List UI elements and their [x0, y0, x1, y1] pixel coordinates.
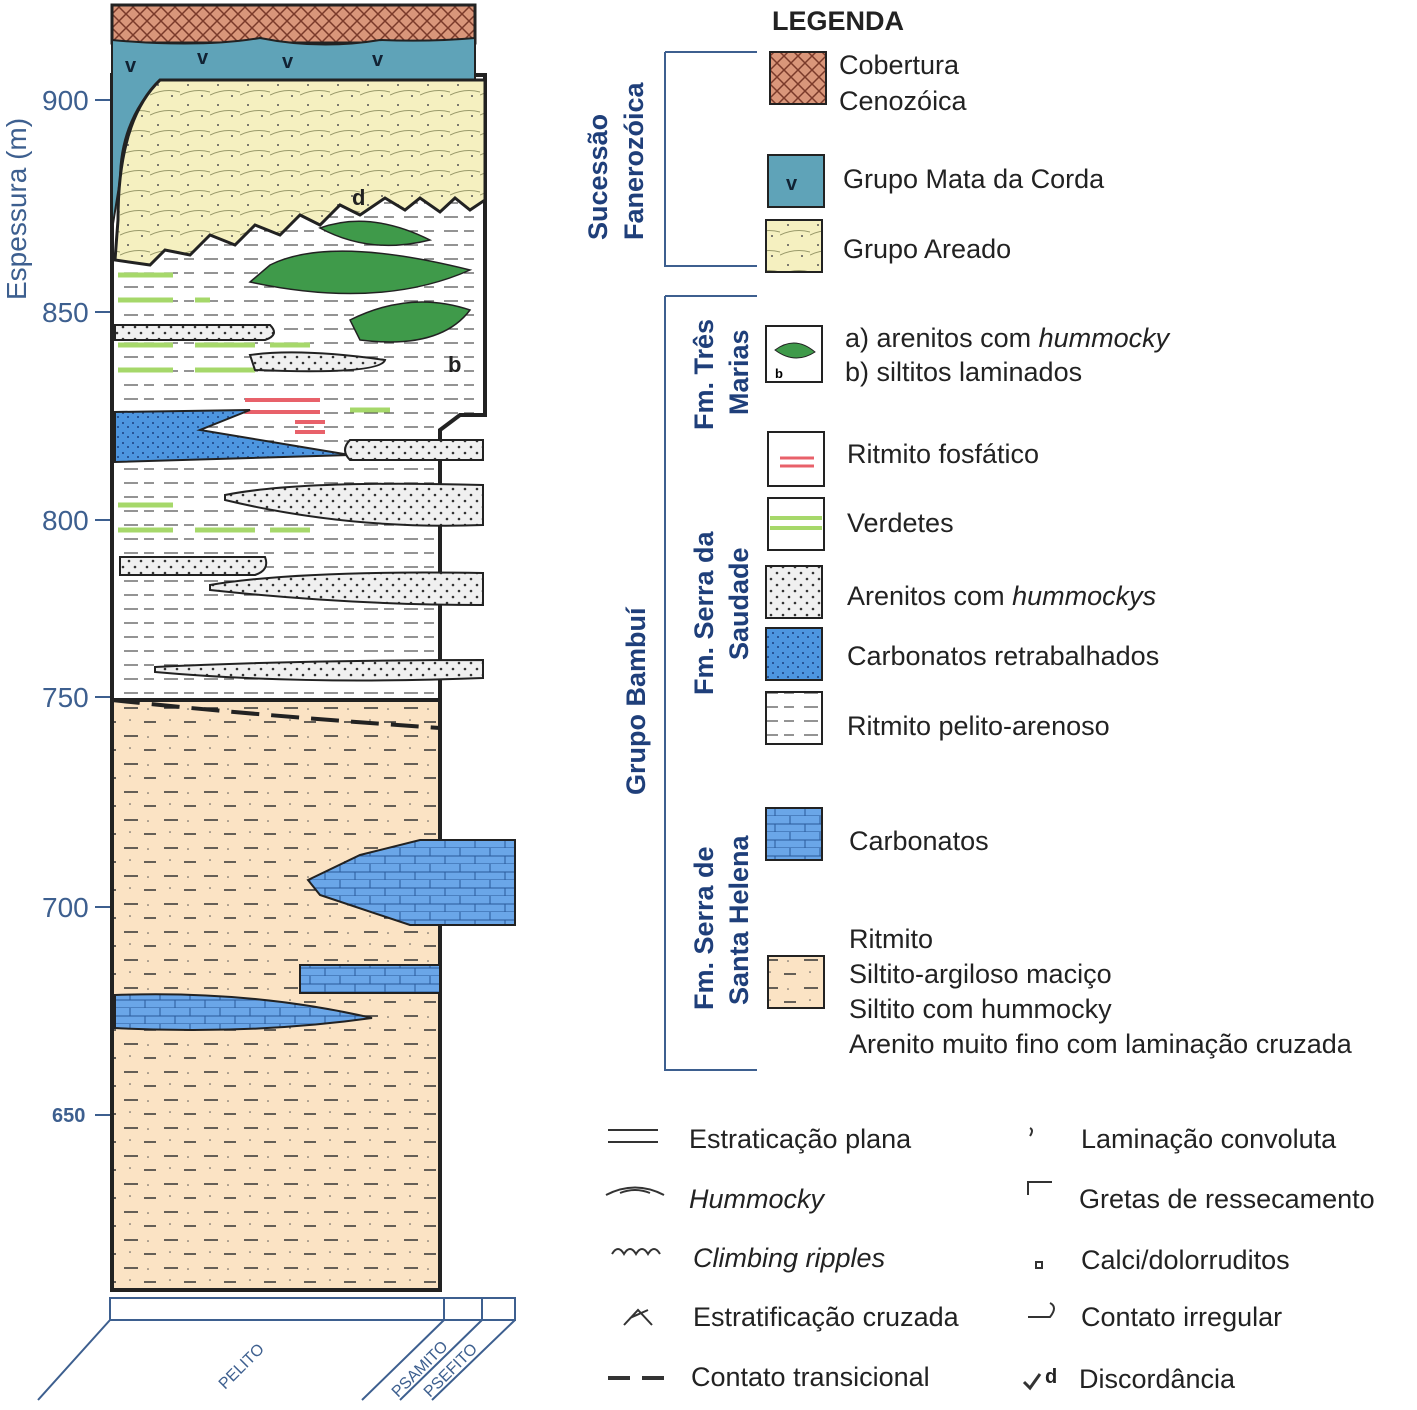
legend-ritmito-2: Siltito-argiloso maciço: [849, 959, 1112, 989]
legend-ritmito-4: Arenito muito fino com laminação cruzada: [849, 1029, 1353, 1059]
v-mark: v: [125, 55, 137, 77]
hummocky-icon: [605, 1186, 665, 1196]
legend-calci-dolorruditos: Calci/dolorruditos: [1081, 1245, 1290, 1275]
tres-marias-sandstones: [248, 220, 473, 343]
ritmito-fosfatico: [245, 398, 325, 434]
legend-climbing-ripples: Climbing ripples: [693, 1243, 885, 1273]
fm-serra-saudade-1: Fm. Serra da: [689, 530, 719, 695]
legend-estraticacao-plana: Estraticação plana: [689, 1124, 912, 1154]
swatch-verdetes: [767, 497, 825, 551]
swatch-carbonatos-retrabalhados: [765, 627, 823, 681]
legend-ritmito-1: Ritmito: [849, 924, 933, 954]
legend-mata-da-corda: Grupo Mata da Corda: [843, 164, 1105, 194]
legend-hummocky: Hummocky: [689, 1184, 826, 1214]
climbing-ripples-icon: [611, 1248, 661, 1256]
desiccation-cracks-icon: [1027, 1181, 1052, 1195]
swatch-areado: [765, 219, 823, 273]
legend-cobertura-2: Cenozóica: [839, 86, 968, 116]
stratigraphic-column: v v v v d b: [110, 3, 516, 1292]
tick-700: 700: [42, 892, 89, 923]
carbonatos-lens: [114, 993, 373, 1032]
legend-title: LEGENDA: [772, 6, 904, 36]
v-mark: v: [372, 49, 384, 71]
legend-carbonatos: Carbonatos: [849, 826, 989, 856]
swatch-ritmito-pelito-arenoso: [765, 691, 823, 745]
fm-santa-helena-1: Fm. Serra de: [689, 846, 719, 1010]
tick-650: 650: [52, 1105, 85, 1127]
plane-stratification-icon: [608, 1129, 658, 1143]
legend-tres-marias-a: a) arenitos com hummocky: [845, 323, 1171, 353]
swatch-cobertura: [769, 51, 827, 105]
b-mark: b: [448, 352, 461, 377]
d-mark: d: [352, 185, 365, 210]
axis-ticks: 900 850 800 750 700 650: [42, 85, 112, 1127]
tick-850: 850: [42, 297, 89, 328]
axis-label: Espessura (m): [1, 118, 32, 300]
svg-text:b: b: [775, 366, 783, 381]
grain-size-scale: PELITO PSAMITO PSEFITO: [37, 1297, 516, 1401]
fm-serra-saudade-2: Saudade: [724, 547, 754, 660]
legend-ritmito-fosfatico: Ritmito fosfático: [847, 439, 1039, 469]
carbonatos-lens: [306, 839, 516, 926]
legend-gretas: Gretas de ressecamento: [1079, 1184, 1375, 1214]
legend-tres-marias-b: b) siltitos laminados: [845, 357, 1082, 387]
legend-discordancia: Discordância: [1079, 1364, 1236, 1394]
tick-900: 900: [42, 85, 89, 116]
fm-tres-marias-1: Fm. Três: [689, 319, 719, 430]
legend-estratificacao-cruzada: Estratificação cruzada: [693, 1302, 960, 1332]
swatch-mata-da-corda: [767, 154, 825, 208]
legend-contato-transicional: Contato transicional: [691, 1362, 930, 1392]
irregular-contact-icon: [1028, 1302, 1055, 1318]
legend: LEGENDA Sucessão Fanerozóica Grupo Bambu…: [583, 6, 1375, 1394]
fm-tres-marias-2: Marias: [724, 329, 754, 415]
group-sucessao-1: Sucessão: [583, 114, 613, 240]
legend-cobertura-1: Cobertura: [839, 50, 960, 80]
swatch-carbonatos: [765, 807, 823, 861]
cross-stratification-icon: [623, 1308, 653, 1326]
v-mark: v: [197, 47, 209, 69]
carbonatos-lens: [299, 964, 441, 994]
legend-arenitos-hummocky: Arenitos com hummockys: [847, 581, 1156, 611]
legend-areado: Grupo Areado: [843, 234, 1011, 264]
carbonatos-retrabalhados: [114, 409, 351, 464]
legend-ritmito-3: Siltito com hummocky: [849, 994, 1112, 1024]
hummocky-sandstones: [114, 324, 484, 682]
pelito-label: PELITO: [216, 1341, 268, 1393]
convolute-lamination-icon: [1029, 1127, 1033, 1137]
fm-santa-helena-2: Santa Helena: [724, 834, 754, 1005]
legend-ritmito-pelito-arenoso: Ritmito pelito-arenoso: [847, 711, 1110, 741]
tick-750: 750: [42, 682, 89, 713]
group-sucessao-2: Fanerozóica: [619, 81, 649, 240]
grupo-areado: [113, 78, 487, 267]
legend-contato-irregular: Contato irregular: [1081, 1302, 1282, 1332]
cobertura-cenozoica: [110, 3, 477, 45]
svg-text:v: v: [786, 173, 798, 195]
calci-dolorudite-icon: [1035, 1261, 1043, 1269]
swatch-arenitos-hummocky: [765, 565, 823, 619]
legend-carbonatos-retrabalhados: Carbonatos retrabalhados: [847, 641, 1159, 671]
discordance-icon: [1022, 1373, 1042, 1391]
verdetes: [118, 272, 390, 533]
legend-verdetes: Verdetes: [847, 508, 954, 538]
tick-800: 800: [42, 505, 89, 536]
transitional-contact: [111, 698, 441, 730]
legend-laminacao-convoluta: Laminação convoluta: [1081, 1124, 1337, 1154]
svg-text:d: d: [1045, 1366, 1057, 1388]
group-bambui: Grupo Bambuí: [621, 606, 651, 795]
swatch-ritmito: [767, 955, 825, 1009]
v-mark: v: [282, 51, 294, 73]
